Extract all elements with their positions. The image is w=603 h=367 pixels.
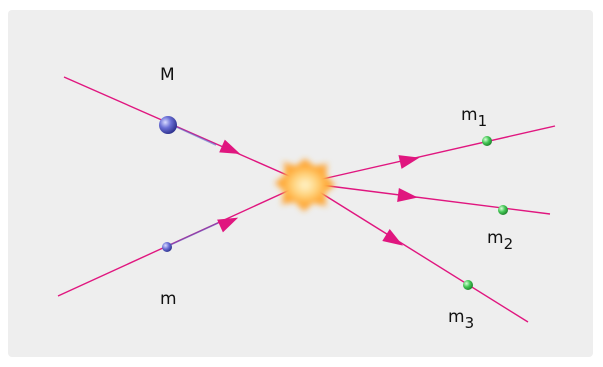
arrow-m2: [397, 188, 418, 202]
particle-m1: [482, 136, 492, 146]
label-m1-sub: 1: [478, 112, 488, 130]
track-m1-outgoing: [304, 125, 556, 184]
particle-M: [159, 116, 177, 134]
label-m2: m2: [487, 228, 513, 253]
collision-burst: [274, 158, 336, 212]
arrows: [217, 139, 420, 246]
track-m2-outgoing: [304, 182, 551, 215]
label-m2-sub: 2: [504, 235, 514, 253]
particle-m3: [463, 280, 473, 290]
label-m2-base: m: [487, 228, 504, 248]
tracks: [57, 76, 556, 323]
arrow-m: [217, 217, 239, 233]
label-m1: m1: [461, 105, 487, 130]
label-m1-base: m: [461, 105, 478, 125]
label-m3-sub: 3: [465, 314, 475, 332]
particle-m: [162, 242, 172, 252]
label-M: M: [160, 65, 175, 85]
label-m3-base: m: [448, 307, 465, 327]
track-M-segment: [169, 123, 217, 146]
arrow-m1: [398, 155, 420, 169]
arrow-M: [219, 139, 241, 155]
arrow-m3: [382, 229, 403, 246]
track-m-segment: [169, 222, 219, 246]
label-m: m: [160, 289, 177, 309]
particle-m2: [498, 205, 508, 215]
track-m3-outgoing: [304, 182, 529, 323]
label-m3: m3: [448, 307, 474, 332]
